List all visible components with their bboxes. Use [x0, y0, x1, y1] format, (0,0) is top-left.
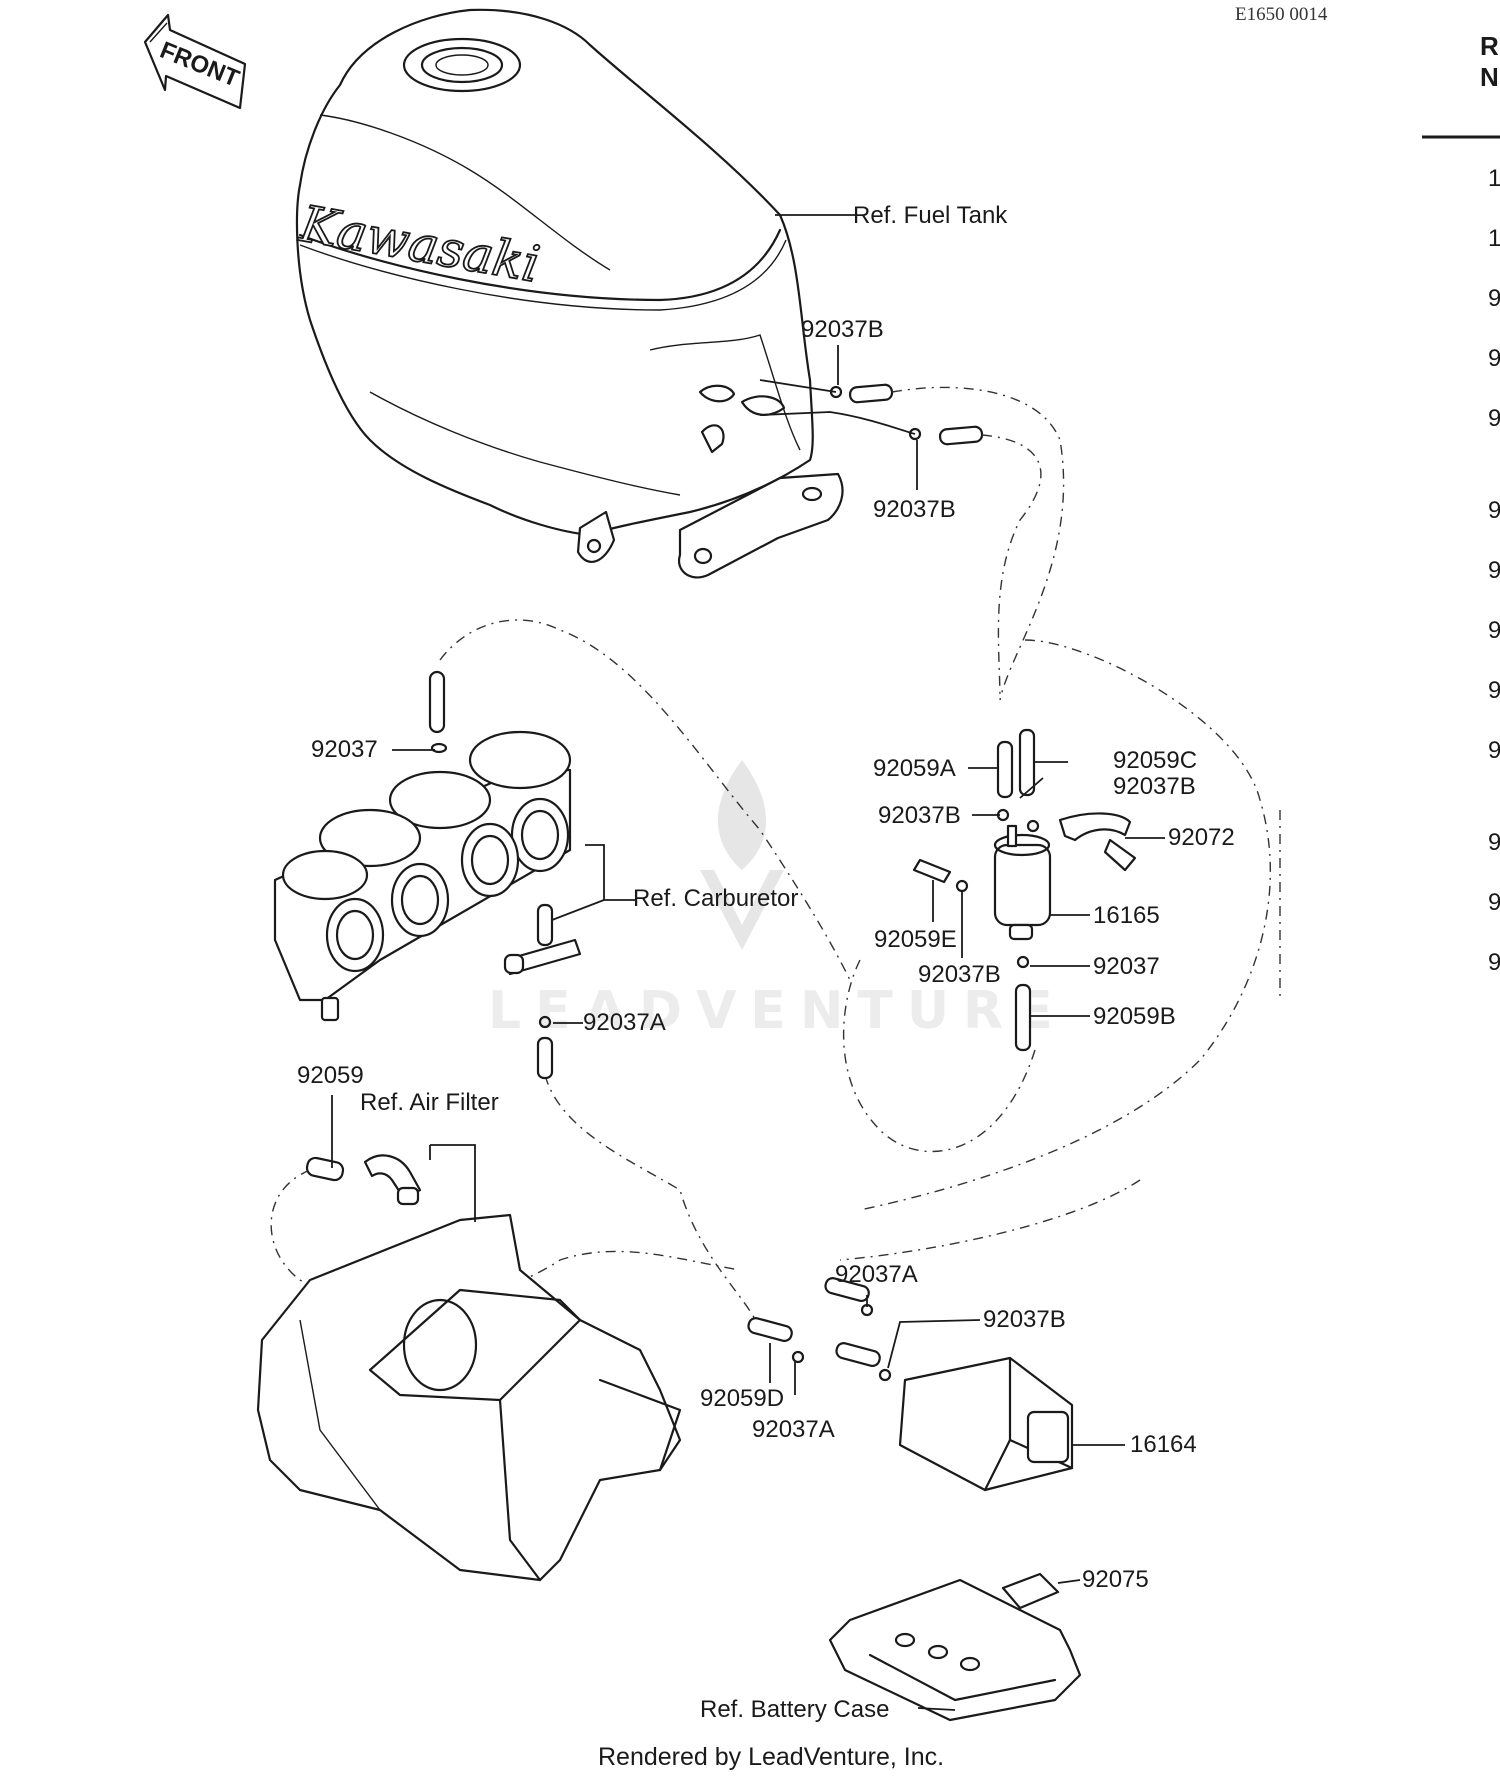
- label-16164: 16164: [1130, 1431, 1197, 1458]
- leadventure-watermark: LEADVENTURE: [488, 760, 1067, 1041]
- label-92059: 92059: [297, 1062, 364, 1089]
- label-ref-carburetor: Ref. Carburetor: [633, 885, 798, 912]
- label-92059A: 92059A: [873, 755, 956, 782]
- t-fitting: [503, 903, 582, 1080]
- table-header-line2: N: [1480, 62, 1499, 92]
- table-cell: 9: [1488, 345, 1500, 372]
- label-92075: 92075: [1082, 1566, 1149, 1593]
- parts-table: R N 1 1 9 9 9 9 9 9 9 9 9 9 9: [1422, 31, 1500, 976]
- front-arrow-icon: FRONT: [143, 13, 247, 110]
- table-header-line1: R: [1480, 31, 1499, 61]
- watermark-text: LEADVENTURE: [488, 981, 1067, 1041]
- footer-rendered-by: Rendered by LeadVenture, Inc.: [598, 1743, 944, 1771]
- table-cell: 9: [1488, 737, 1500, 764]
- table-cell: 9: [1488, 829, 1500, 856]
- table-cell: 1: [1488, 225, 1500, 252]
- label-92037B-mid2: 92037B: [878, 802, 961, 829]
- table-cell: 9: [1488, 557, 1500, 584]
- table-cell: 9: [1488, 285, 1500, 312]
- table-cell: 9: [1488, 617, 1500, 644]
- fuel-tank: Kawasaki: [294, 8, 844, 579]
- label-92037B-low: 92037B: [983, 1306, 1066, 1333]
- canister-area: [747, 1277, 1074, 1492]
- table-cell: 9: [1488, 949, 1500, 976]
- label-ref-fuel-tank: Ref. Fuel Tank: [853, 202, 1008, 229]
- air-filter-box: [256, 1154, 682, 1582]
- label-92037B-top2: 92037B: [873, 496, 956, 523]
- label-92037-right: 92037: [1093, 953, 1160, 980]
- label-16165: 16165: [1093, 902, 1160, 929]
- table-cell: 9: [1488, 497, 1500, 524]
- label-92037B-mid3: 92037B: [918, 961, 1001, 988]
- label-ref-battery-case: Ref. Battery Case: [700, 1696, 889, 1723]
- hose-routing: [270, 386, 1281, 1331]
- label-92072: 92072: [1168, 824, 1235, 851]
- fuel-pump-area: [912, 728, 1137, 1052]
- table-cell: 9: [1488, 889, 1500, 916]
- label-92059E: 92059E: [874, 926, 957, 953]
- label-92059D: 92059D: [700, 1385, 784, 1412]
- label-92037A-low2: 92037A: [752, 1416, 835, 1443]
- label-92059B: 92059B: [1093, 1003, 1176, 1030]
- label-92059C: 92059C: [1113, 747, 1197, 774]
- label-ref-air-filter: Ref. Air Filter: [360, 1089, 499, 1116]
- label-92037A-mid: 92037A: [583, 1009, 666, 1036]
- label-92037B-mid1: 92037B: [1113, 773, 1196, 800]
- label-92037A-low1: 92037A: [835, 1261, 918, 1288]
- table-cell: 9: [1488, 677, 1500, 704]
- battery-case: [828, 1572, 1082, 1722]
- drawing-code: E1650 0014: [1235, 4, 1328, 25]
- label-92037: 92037: [311, 736, 378, 763]
- label-92037B-top1: 92037B: [801, 316, 884, 343]
- carburetor-assembly: [273, 670, 572, 1022]
- table-cell: 1: [1488, 165, 1500, 192]
- leader-lines: [331, 214, 1165, 1711]
- table-cell: 9: [1488, 405, 1500, 432]
